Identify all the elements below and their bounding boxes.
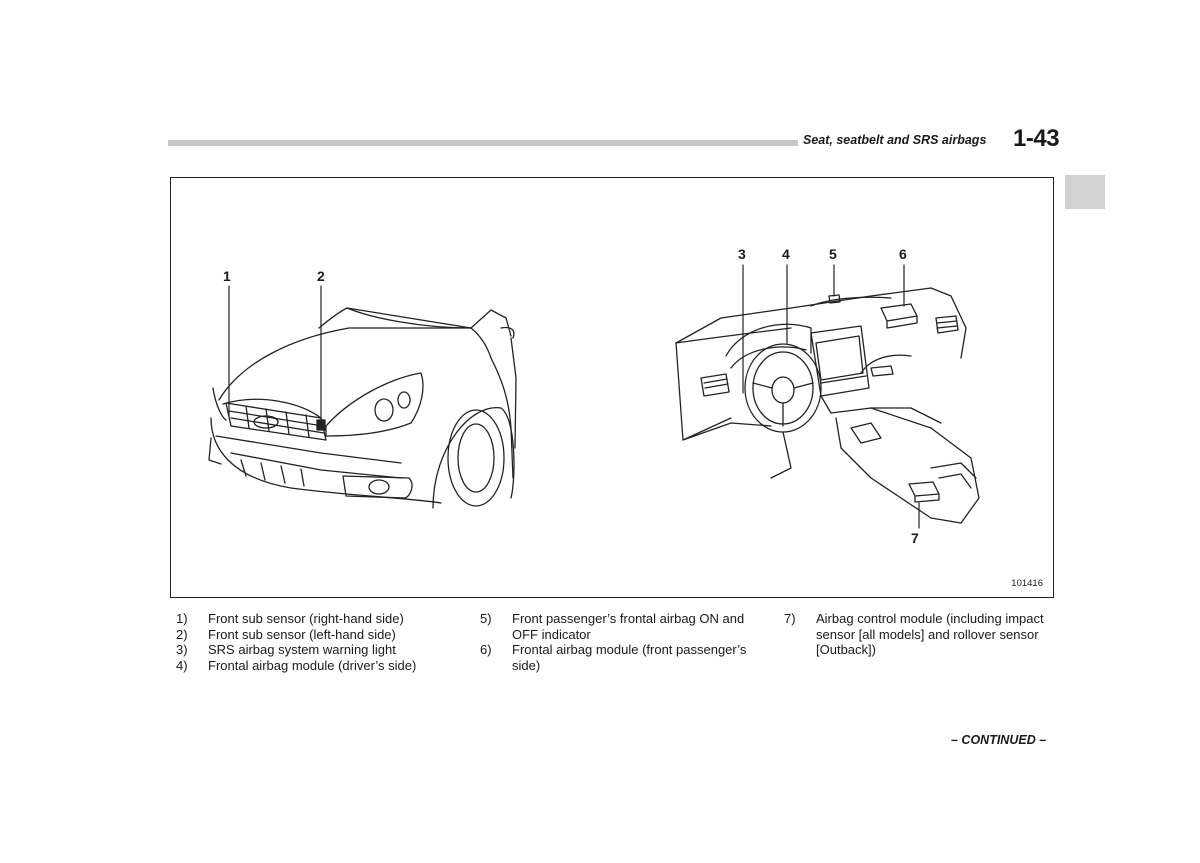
legend-number: 7) xyxy=(784,611,796,626)
figure-code: 101416 xyxy=(1011,578,1043,589)
legend-column-2: 5) Front passenger’s frontal airbag ON a… xyxy=(480,611,760,673)
airbag-components-figure: 1 2 3 4 5 6 7 101416 xyxy=(170,177,1054,598)
legend-text: Frontal airbag module (front passenger’s… xyxy=(512,642,747,673)
legend-item: 3) SRS airbag system warning light xyxy=(176,642,466,658)
callout-6: 6 xyxy=(899,246,907,262)
legend-column-3: 7) Airbag control module (including impa… xyxy=(784,611,1059,658)
legend-item: 4) Frontal airbag module (driver’s side) xyxy=(176,658,466,674)
legend-item: 6) Frontal airbag module (front passenge… xyxy=(480,642,760,673)
legend-number: 2) xyxy=(176,626,188,642)
legend-text: Frontal airbag module (driver’s side) xyxy=(208,657,417,673)
chapter-tab xyxy=(1065,175,1105,209)
legend-item: 1) Front sub sensor (right-hand side) xyxy=(176,611,466,627)
legend-text: SRS airbag system warning light xyxy=(208,642,396,657)
figure-illustration xyxy=(208,264,980,529)
callout-7: 7 xyxy=(911,530,919,546)
page-number: 1-43 xyxy=(1013,125,1060,152)
callout-2: 2 xyxy=(317,268,325,284)
legend-number: 6) xyxy=(480,642,492,657)
front-sub-sensor-mark xyxy=(316,419,326,431)
dashboard-drawing xyxy=(675,287,980,524)
legend-number: 3) xyxy=(176,642,188,657)
continued-label: – CONTINUED – xyxy=(951,733,1047,747)
legend-number: 1) xyxy=(176,611,188,626)
legend-number: 5) xyxy=(480,611,492,626)
legend-item: 5) Front passenger’s frontal airbag ON a… xyxy=(480,611,760,642)
callout-1: 1 xyxy=(223,268,231,284)
legend-number: 4) xyxy=(176,657,188,673)
legend-item: 7) Airbag control module (including impa… xyxy=(784,611,1059,658)
legend-text: Front passenger’s frontal airbag ON and … xyxy=(512,611,745,642)
legend-text: Airbag control module (including impact … xyxy=(816,611,1044,657)
callout-5: 5 xyxy=(829,246,837,262)
legend-text: Front sub sensor (left-hand side) xyxy=(208,626,396,642)
legend-item: 2) Front sub sensor (left-hand side) xyxy=(176,627,466,643)
legend-text: Front sub sensor (right-hand side) xyxy=(208,611,404,626)
header-rule xyxy=(168,140,798,146)
legend-column-1: 1) Front sub sensor (right-hand side) 2)… xyxy=(176,611,466,673)
callout-4: 4 xyxy=(782,246,790,262)
section-title: Seat, seatbelt and SRS airbags xyxy=(803,133,987,147)
car-front-drawing xyxy=(208,307,517,509)
callout-3: 3 xyxy=(738,246,746,262)
